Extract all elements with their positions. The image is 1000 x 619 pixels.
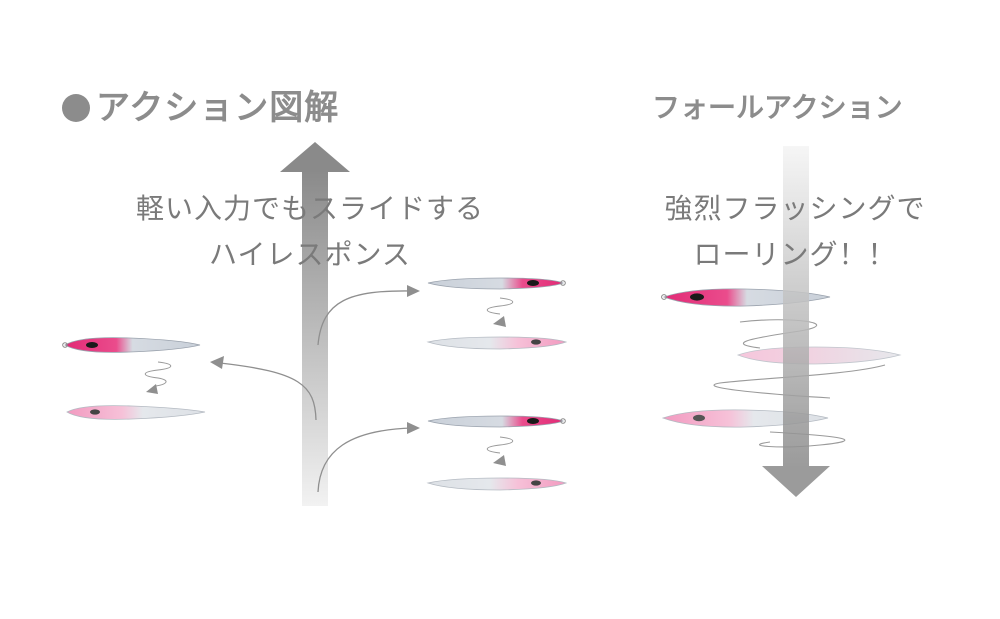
response-caption: 軽い入力でもスライドする ハイレスポンス bbox=[110, 186, 510, 278]
wobble-arrowhead-left bbox=[146, 384, 158, 394]
action-diagram-title: アクション図解 bbox=[62, 80, 339, 129]
action-diagram-title-text: アクション図解 bbox=[96, 88, 340, 128]
dart-arrow-left bbox=[219, 362, 317, 421]
dart-arrow-lower-right bbox=[317, 427, 413, 493]
rolling-caption-line-2: ローリング！！ bbox=[693, 238, 897, 271]
lure-right-lower-bottom bbox=[426, 477, 568, 491]
lure-left-top bbox=[62, 337, 201, 353]
dart-arrow-upper-right bbox=[317, 290, 413, 346]
wobble-line-left bbox=[144, 361, 172, 387]
fall-action-title: フォールアクション bbox=[652, 91, 903, 124]
lure-right-lower-top bbox=[427, 415, 566, 428]
wobble-line-right-upper bbox=[486, 297, 514, 315]
dart-path-arrows bbox=[219, 290, 413, 493]
rise-arrow bbox=[280, 142, 350, 506]
response-caption-line-2: ハイレスポンス bbox=[209, 238, 411, 271]
response-caption-line-1: 軽い入力でもスライドする bbox=[135, 192, 484, 225]
fall-arrow bbox=[762, 146, 830, 497]
fall-lures-back bbox=[661, 288, 902, 428]
fall-lure-middle bbox=[736, 346, 902, 365]
dart-arrowheads bbox=[210, 285, 420, 434]
bullet-dot-icon bbox=[62, 94, 90, 122]
rolling-caption-line-1: 強烈フラッシングで bbox=[664, 192, 926, 225]
lure-left-bottom bbox=[66, 405, 206, 420]
wobble-arrowhead-right-upper bbox=[493, 316, 506, 327]
wobble-arrowhead-right-lower bbox=[493, 455, 506, 466]
rolling-caption: 強烈フラッシングで ローリング！！ bbox=[640, 186, 950, 278]
wobble-line-right-lower bbox=[486, 436, 514, 454]
lure-right-upper-bottom bbox=[426, 336, 568, 350]
lure-right-upper-top bbox=[427, 277, 566, 290]
